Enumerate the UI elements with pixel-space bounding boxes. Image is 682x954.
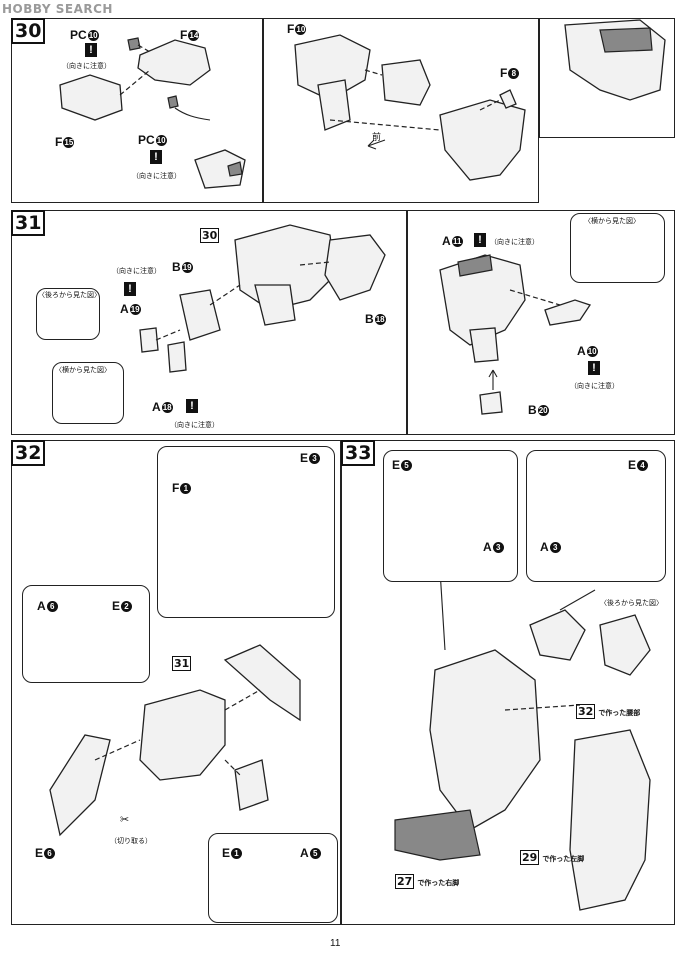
note-orientation: （向きに注意） [112,267,161,275]
circled-number: 4 [637,460,649,471]
circled-number: 10 [87,30,99,41]
warning-icon: ! [150,150,162,164]
note-orientation: （向きに注意） [132,172,181,180]
step30-number: 30 [11,18,46,44]
circled-number: 5 [309,848,321,859]
ref-step-31: 31 [172,656,192,671]
ref-step-30: 30 [200,228,220,243]
step31b-panel [407,210,675,435]
warning-icon: ! [588,361,600,375]
circled-number: 5 [401,460,413,471]
step30-panel [11,18,263,203]
circled-number: 6 [44,848,56,859]
step31-number: 31 [11,210,46,236]
note-orientation: （向きに注意） [62,62,111,70]
side-view-bubble-2 [570,213,665,283]
circled-number: 19 [181,262,193,273]
step30b-panel [263,18,539,203]
warning-icon: ! [85,43,97,57]
circled-number: 18 [374,314,386,325]
warning-icon: ! [124,282,136,296]
cut-note: （切り取る） [110,837,152,845]
step33-number: 33 [341,440,376,466]
back-view-caption: 〈後ろから見た図〉 [600,599,663,607]
step30-parts [59,19,666,189]
circled-number: 15 [63,137,75,148]
circled-number: 11 [451,236,463,247]
circled-number: 18 [161,402,173,413]
step32-panel [11,440,341,925]
circled-number: 2 [121,601,133,612]
detail-bubble-e4-a3 [526,450,666,582]
side-view-caption: 〈横から見た図〉 [55,366,111,374]
detail-bubble-e1-a5 [208,833,338,923]
circled-number: 6 [46,601,58,612]
detail-bubble-f1-e3 [157,446,335,618]
note-orientation: （向きに注意） [570,382,619,390]
note-orientation: （向きに注意） [170,421,219,429]
circled-number: 10 [295,24,307,35]
circled-number: 14 [188,30,200,41]
circled-number: 19 [129,304,141,315]
detail-bubble-e5-a3 [383,450,518,582]
front-direction-label: 前 [372,133,382,143]
scissors-icon: ✂ [120,813,130,826]
step31-panel [11,210,407,435]
circled-number: 3 [492,542,504,553]
circled-number: 1 [231,848,243,859]
side-view-caption-2: 〈横から見た図〉 [584,217,640,225]
circled-number: 10 [155,135,167,146]
side-view-bubble [52,362,124,424]
back-view-caption: 〈後ろから見た図〉 [38,291,101,299]
step32-number: 32 [11,440,46,466]
step30-inset-panel [539,18,675,138]
circled-number: 10 [586,346,598,357]
circled-number: 1 [180,483,192,494]
watermark: HOBBY SEARCH [2,2,113,16]
note-orientation: （向きに注意） [490,238,539,246]
step33-panel [341,440,675,925]
circled-number: 3 [549,542,561,553]
page-number: 11 [330,938,341,949]
circled-number: 8 [508,68,520,79]
circled-number: 20 [537,405,549,416]
circled-number: 3 [309,453,321,464]
warning-icon: ! [186,399,198,413]
warning-icon: ! [474,233,486,247]
back-view-bubble [36,288,100,340]
